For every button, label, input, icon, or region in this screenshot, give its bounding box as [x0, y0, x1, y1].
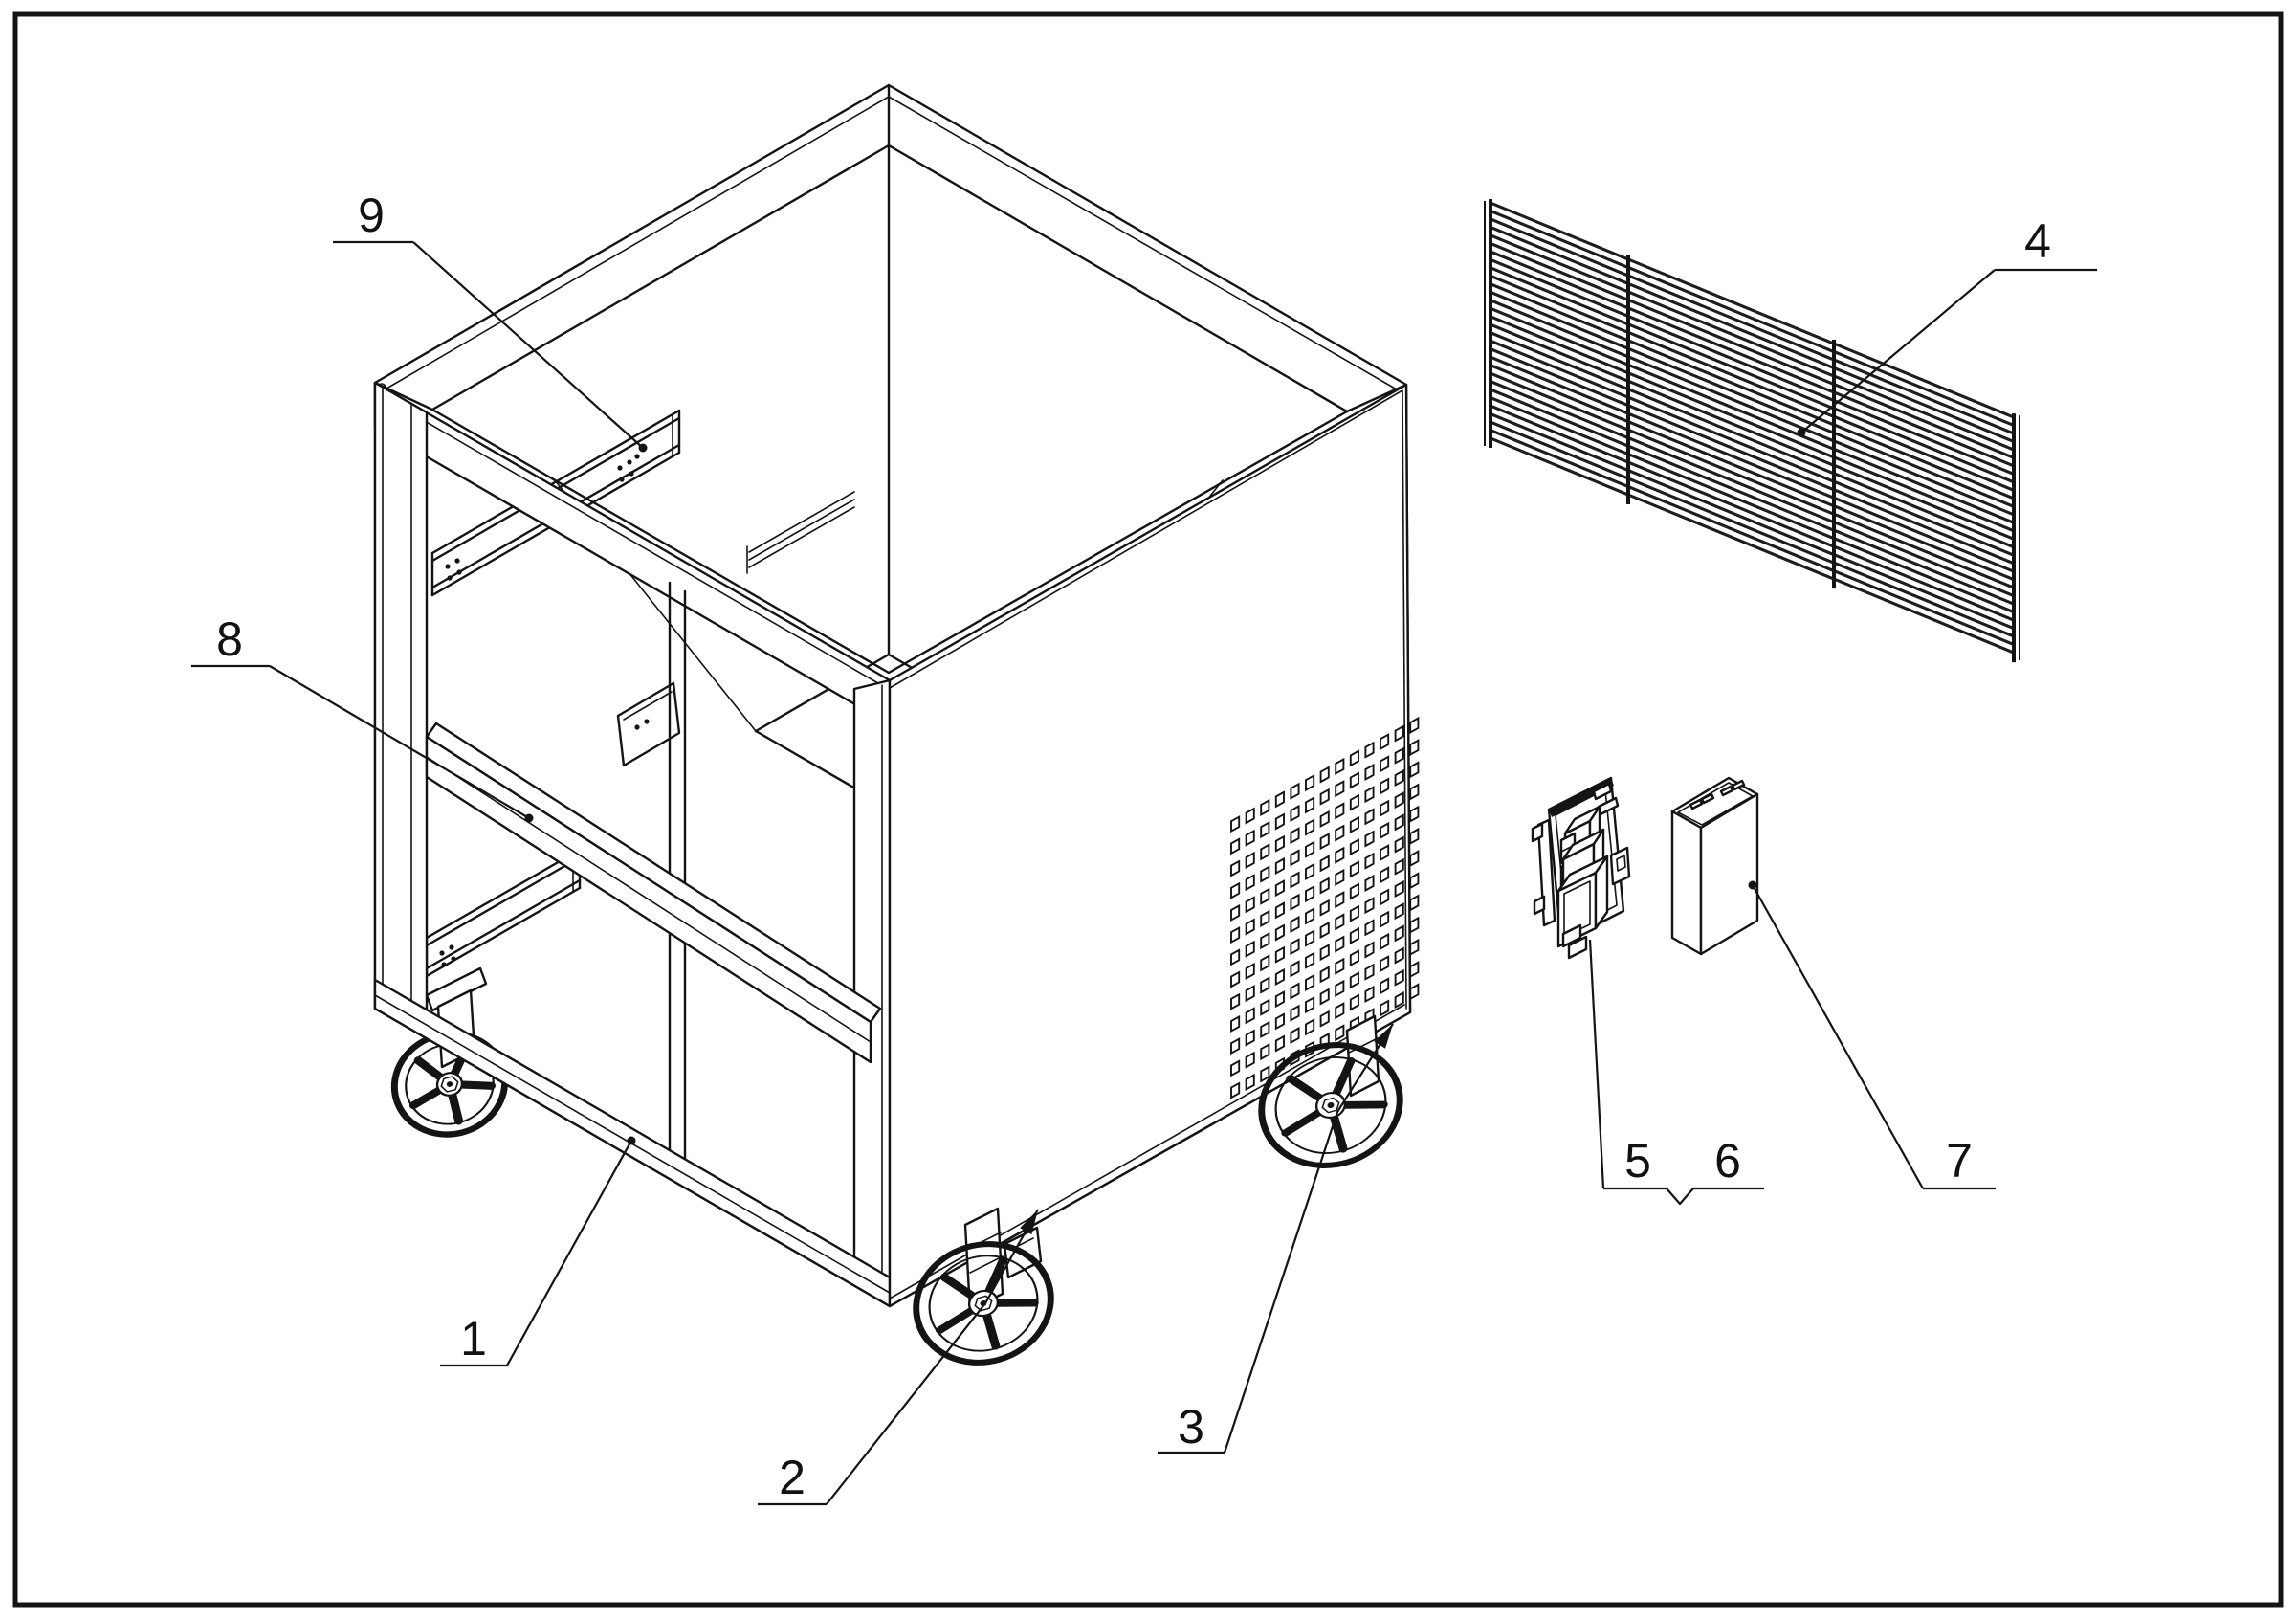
caster-front [913, 1207, 1054, 1366]
leader-dot [1797, 428, 1806, 437]
caster-fork [1345, 1014, 1380, 1098]
callout-7: 7 [1748, 880, 1996, 1190]
board-top-edge [1549, 778, 1614, 817]
cabinet-frame [373, 83, 1420, 1366]
callout-1: 1 [440, 1136, 636, 1367]
part-number-9: 9 [358, 189, 385, 242]
leader-dot [638, 443, 648, 453]
transformer-block [1556, 855, 1609, 948]
part-number-1: 1 [460, 1312, 487, 1366]
middle-post [668, 581, 687, 1161]
power-box [1670, 776, 1759, 956]
power-box-left [1670, 810, 1703, 956]
leader-dot [627, 1136, 636, 1145]
louver-grille [1484, 199, 2020, 663]
mount-strip [1536, 818, 1556, 927]
cross-rail [425, 722, 882, 1064]
part-number-6: 6 [1714, 1134, 1741, 1188]
side-flange [1609, 846, 1631, 886]
sheet-border [12, 11, 2284, 1608]
caster-wheel [913, 1241, 1054, 1366]
caster-mount-plate [425, 966, 488, 1012]
leader-dot [1748, 880, 1757, 890]
caster-right [1258, 1014, 1403, 1168]
caster-wheel [1258, 1042, 1403, 1168]
leader-arrowhead [1020, 1210, 1038, 1235]
part-number-8: 8 [216, 612, 243, 666]
leader-arrowhead [1374, 1024, 1393, 1049]
power-box-front [1699, 792, 1759, 956]
part-number-7: 7 [1946, 1134, 1973, 1188]
part-number-4: 4 [2024, 214, 2051, 268]
callout-8: 8 [191, 612, 534, 823]
perforation-grid [1230, 716, 1420, 1099]
mid-post-bracket [616, 681, 681, 767]
control-board-assembly [1531, 776, 1631, 960]
part-number-3: 3 [1178, 1400, 1204, 1454]
part-number-2: 2 [779, 1451, 806, 1504]
part-number-5: 5 [1624, 1134, 1651, 1188]
callout-2: 2 [758, 1209, 1039, 1506]
callout-9: 9 [333, 189, 648, 453]
callout-4: 4 [1797, 214, 2097, 437]
leader-dot [524, 813, 534, 823]
front-post [852, 678, 892, 1308]
callout-3: 3 [1158, 1023, 1394, 1454]
side-panel [888, 383, 1420, 1308]
